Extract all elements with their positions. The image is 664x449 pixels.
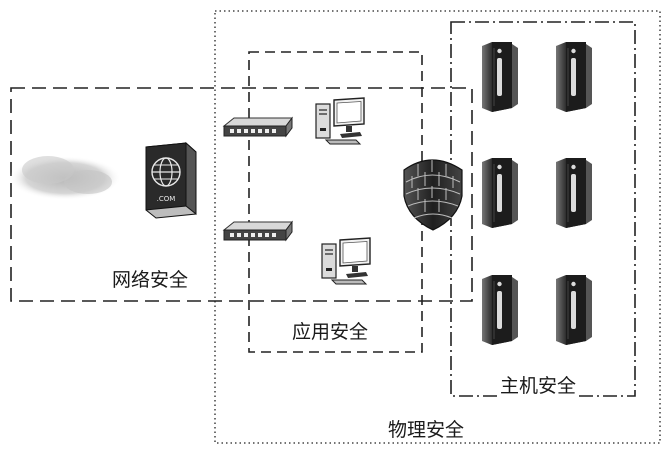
firewall-shield-icon [403,159,463,231]
host-security-label: 主机安全 [498,375,579,397]
server-tower-icon [481,41,519,113]
desktop-computer-icon [315,97,365,145]
physical-security-zone [214,10,661,444]
desktop-computer-icon [321,237,371,285]
website-badge-text: .COM [157,195,176,203]
application-security-label: 应用安全 [290,321,371,343]
server-tower-icon [555,157,593,229]
cloud-icon [9,156,121,200]
application-security-zone [248,51,423,353]
server-tower-icon [481,274,519,346]
server-tower-icon [555,274,593,346]
server-tower-icon [481,157,519,229]
website-globe-icon: .COM [145,141,197,219]
network-security-label: 网络安全 [110,269,191,291]
network-security-zone [10,87,473,302]
host-security-zone [450,21,636,397]
switch-icon [223,117,293,137]
server-tower-icon [555,41,593,113]
switch-icon [223,221,293,241]
physical-security-label: 物理安全 [386,419,467,441]
